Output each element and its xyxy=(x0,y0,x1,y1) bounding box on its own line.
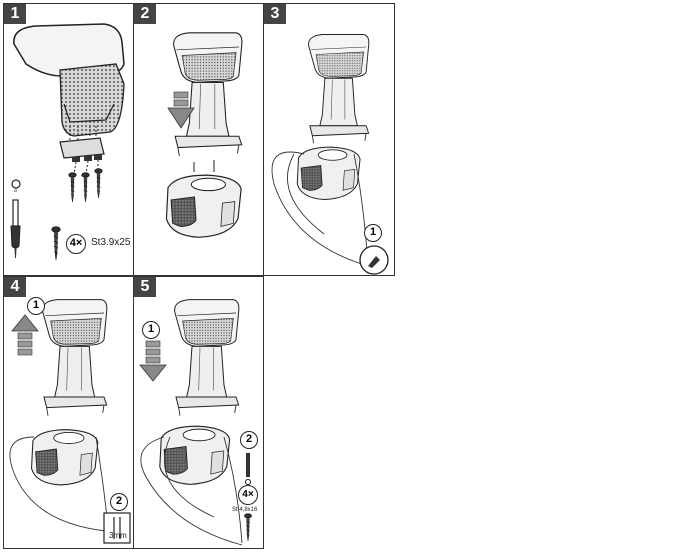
screw-spec: St 4,8x16 xyxy=(232,507,258,513)
clip xyxy=(72,157,80,162)
step-number: 4 xyxy=(4,277,26,297)
step-panel-3: 3 1 xyxy=(263,3,395,276)
down-arrow-icon xyxy=(139,340,167,382)
measure-detail xyxy=(103,512,131,544)
step-panel-4: 4 1 2 3mm xyxy=(3,276,134,549)
down-arrow-icon xyxy=(167,91,195,129)
callout-number: 2 xyxy=(240,431,258,449)
step5-illustration xyxy=(139,299,252,546)
screw-icon xyxy=(244,513,252,541)
screwdriver-icon xyxy=(10,199,21,258)
step-panel-2: 2 xyxy=(133,3,264,276)
console-unit xyxy=(296,146,361,201)
screw-icon xyxy=(51,226,61,260)
measure-label: 3mm xyxy=(109,531,127,540)
screw-count: 4× xyxy=(242,489,254,500)
step-number: 2 xyxy=(134,4,156,24)
step1-illustration: Ø xyxy=(10,23,125,260)
callout-number: 2 xyxy=(110,493,128,511)
armrest-lid xyxy=(13,23,125,77)
screw-kit xyxy=(244,453,252,541)
console-unit xyxy=(165,174,242,238)
step-panel-1: Ø 1 4× St3.9x25 xyxy=(3,3,134,276)
armrest-unit xyxy=(42,299,108,417)
motion-arc xyxy=(9,436,107,532)
step4-illustration xyxy=(9,299,131,544)
washer-icon xyxy=(11,179,21,189)
console-unit xyxy=(30,429,99,486)
screw-count-badge: 4× xyxy=(66,234,86,254)
step-number: 1 xyxy=(4,4,26,24)
step2-illustration xyxy=(165,32,243,238)
screw-count-badge: 4× xyxy=(238,485,258,505)
mounting-plate xyxy=(59,137,105,159)
console-unit xyxy=(159,425,231,485)
screw-icon xyxy=(68,172,77,202)
step-number: 3 xyxy=(264,4,286,24)
clip-detail-icon xyxy=(368,256,380,268)
screw-count: 4× xyxy=(69,237,83,249)
arrow-callout-number: 1 xyxy=(142,321,160,339)
step-number: 5 xyxy=(134,277,156,297)
motion-arc xyxy=(271,151,369,267)
step-panel-5: 5 1 2 4× St 4,8x16 xyxy=(133,276,264,549)
armrest-unit xyxy=(174,299,240,417)
armrest-cushion xyxy=(59,63,125,137)
svg-text:Ø: Ø xyxy=(14,188,17,193)
step3-illustration xyxy=(271,33,389,275)
armrest-unit xyxy=(308,33,370,144)
callout-number: 1 xyxy=(364,224,382,242)
screw-spec: St3.9x25 xyxy=(91,237,131,248)
motion-arc xyxy=(140,436,243,546)
up-arrow-icon xyxy=(11,314,39,356)
arrow-callout-number: 1 xyxy=(27,297,45,315)
